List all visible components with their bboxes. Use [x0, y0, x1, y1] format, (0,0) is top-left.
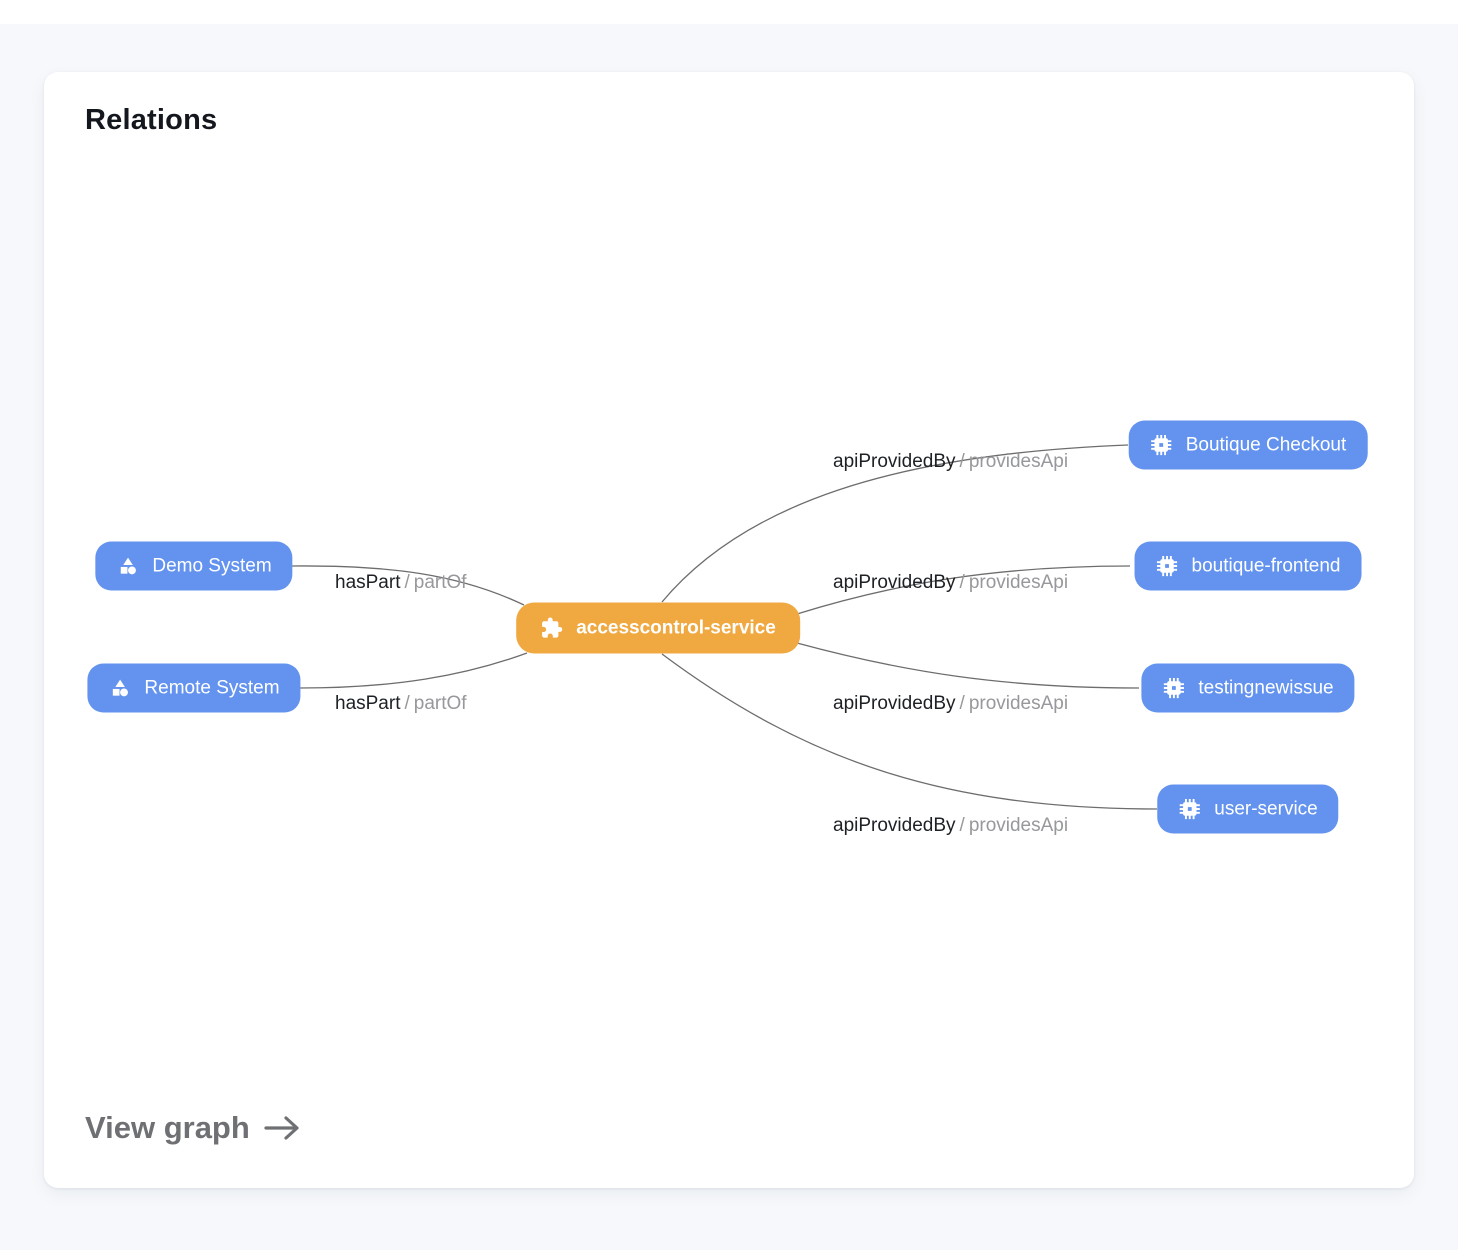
edge-label-api-boutique-checkout: apiProvidedBy/providesApi [833, 451, 1068, 473]
chip-icon [1162, 677, 1185, 700]
relation-separator: / [959, 693, 965, 714]
node-label: Demo System [152, 555, 272, 576]
relation-secondary: providesApi [968, 451, 1069, 472]
edge-label-haspart-remote: hasPart/partOf [335, 693, 467, 715]
edge-label-api-user-service: apiProvidedBy/providesApi [833, 815, 1068, 837]
card-title: Relations [85, 104, 218, 136]
node-accesscontrol-service[interactable]: accesscontrol-service [516, 602, 800, 654]
relation-separator: / [404, 572, 410, 593]
node-label: Remote System [144, 677, 280, 698]
node-remote-system[interactable]: Remote System [87, 663, 301, 713]
chip-icon [1156, 555, 1179, 578]
edge-line-testingnewissue [796, 642, 1140, 689]
edge-line-remote-system [299, 652, 528, 689]
edge-label-haspart-demo: hasPart/partOf [335, 572, 467, 594]
edge-label-api-testingnewissue: apiProvidedBy/providesApi [833, 693, 1068, 715]
relation-primary: apiProvidedBy [833, 815, 956, 836]
view-graph-link[interactable]: View graph [85, 1110, 300, 1146]
node-user-service[interactable]: user-service [1157, 784, 1339, 834]
relation-primary: apiProvidedBy [833, 451, 956, 472]
system-shapes-icon [116, 555, 139, 578]
node-testingnewissue[interactable]: testingnewissue [1141, 663, 1355, 713]
node-label: testingnewissue [1198, 677, 1334, 698]
page-top-strip [0, 0, 1458, 24]
edge-line-demo-system [290, 565, 525, 606]
edge-label-api-boutique-frontend: apiProvidedBy/providesApi [833, 572, 1068, 594]
node-label: boutique-frontend [1191, 555, 1341, 576]
edge-line-user-service [661, 653, 1158, 810]
node-boutique-frontend[interactable]: boutique-frontend [1134, 541, 1362, 591]
node-label: accesscontrol-service [576, 617, 776, 638]
relation-secondary: providesApi [968, 693, 1069, 714]
relation-secondary: providesApi [968, 572, 1069, 593]
node-label: user-service [1214, 798, 1318, 819]
view-graph-label: View graph [85, 1110, 250, 1145]
edge-line-boutique-frontend [796, 565, 1131, 615]
relation-separator: / [404, 693, 410, 714]
node-label: Boutique Checkout [1185, 434, 1347, 455]
relation-secondary: providesApi [968, 815, 1069, 836]
relation-separator: / [959, 815, 965, 836]
relation-separator: / [959, 572, 965, 593]
relation-primary: apiProvidedBy [833, 572, 956, 593]
relation-primary: hasPart [335, 693, 401, 714]
edge-lines [290, 444, 1158, 810]
edge-line-boutique-checkout [661, 444, 1129, 603]
node-demo-system[interactable]: Demo System [95, 541, 293, 591]
chip-icon [1178, 798, 1201, 821]
relation-secondary: partOf [413, 572, 467, 593]
relation-separator: / [959, 451, 965, 472]
system-shapes-icon [108, 677, 131, 700]
relation-primary: hasPart [335, 572, 401, 593]
arrow-right-icon [264, 1114, 300, 1142]
relations-card: Relations hasPart/partOf hasPart/partOf … [44, 72, 1414, 1188]
chip-icon [1150, 434, 1173, 457]
relations-graph: hasPart/partOf hasPart/partOf apiProvide… [44, 72, 1414, 1188]
relation-primary: apiProvidedBy [833, 693, 956, 714]
relation-secondary: partOf [413, 693, 467, 714]
node-boutique-checkout[interactable]: Boutique Checkout [1128, 420, 1368, 470]
puzzle-icon [540, 617, 563, 640]
